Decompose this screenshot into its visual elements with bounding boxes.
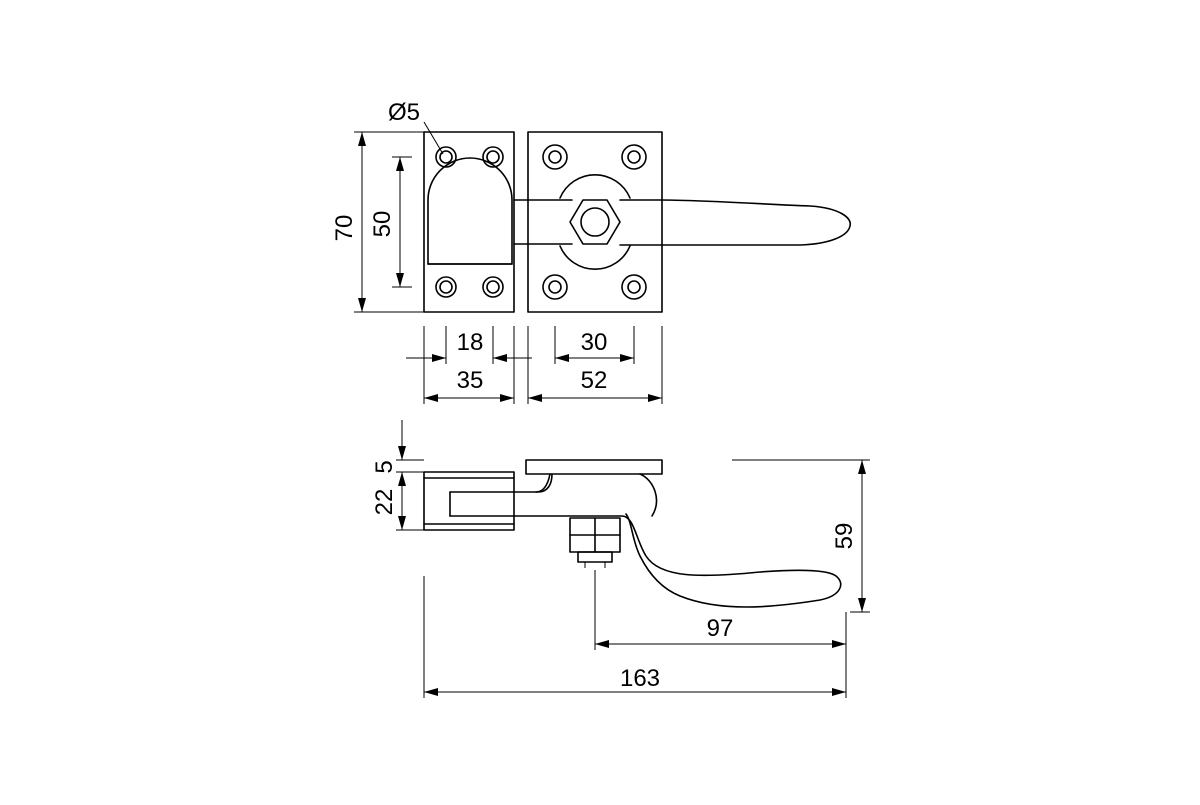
latch-handle-side: [513, 473, 842, 608]
keeper-plate: [423, 131, 515, 313]
latch-handle: [513, 199, 851, 246]
dim-base-width: 52: [527, 326, 663, 404]
dim-keeper-height-label: 22: [371, 489, 398, 516]
dim-height-hole-spacing: 50: [369, 156, 412, 288]
base-plate-side: [525, 459, 663, 475]
dim-height-overall-label: 70: [331, 215, 358, 242]
dim-handle-drop: 59: [732, 459, 870, 613]
nut-bolt-side: [569, 517, 621, 568]
side-view: 5 22 59 97: [371, 420, 870, 698]
dim-height-hole-spacing-label: 50: [369, 211, 396, 238]
dim-keeper-width: 35: [423, 326, 515, 404]
dim-keeper-width-label: 35: [457, 367, 484, 394]
dim-overall-length: 163: [423, 576, 846, 698]
dim-overall-length-label: 163: [620, 665, 660, 692]
base-hole: [542, 144, 568, 170]
dim-keeper-height: 22: [371, 471, 424, 531]
base-plate: [527, 131, 663, 313]
dim-height-overall: 70: [331, 131, 424, 313]
dim-base-hole-spacing: 30: [554, 326, 635, 364]
keeper-hole: [435, 146, 457, 168]
keeper-hole: [482, 276, 504, 298]
dim-handle-reach-label: 97: [707, 615, 734, 642]
dim-plate-thickness-label: 5: [371, 460, 398, 473]
base-hole: [542, 274, 568, 300]
dim-handle-reach: 97: [594, 570, 847, 698]
hex-nut: [569, 199, 621, 245]
keeper-side: [423, 471, 515, 531]
top-view: Ø5 70 50 18: [331, 99, 851, 404]
dim-keeper-hole-spacing: 18: [406, 326, 532, 364]
dim-base-width-label: 52: [581, 367, 608, 394]
base-hole: [621, 274, 647, 300]
base-hole: [621, 144, 647, 170]
dim-plate-thickness: 5: [371, 420, 424, 474]
hole-callout-label: Ø5: [388, 99, 420, 126]
dim-base-hole-spacing-label: 30: [581, 329, 608, 356]
dim-keeper-hole-spacing-label: 18: [457, 329, 484, 356]
keeper-hole: [435, 276, 457, 298]
bolt-head: [580, 207, 610, 237]
hole-callout: Ø5: [388, 99, 444, 155]
dim-handle-drop-label: 59: [831, 523, 858, 550]
keeper-hole: [482, 146, 504, 168]
